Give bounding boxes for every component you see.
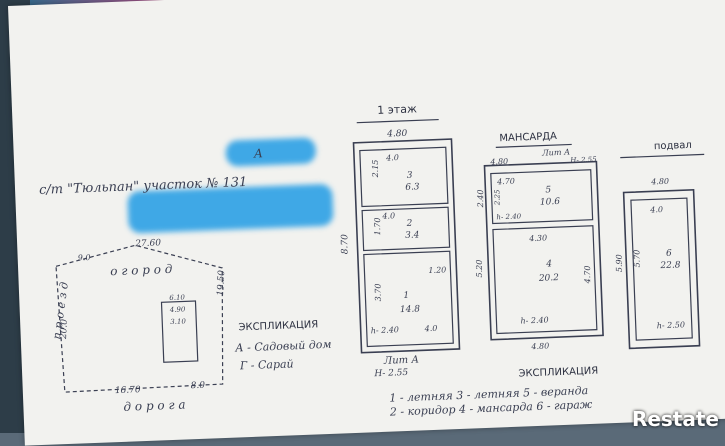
site-left-dim: 20.0: [58, 318, 70, 340]
mansarda-small-h: h- 2.40: [496, 212, 522, 222]
site-b3: 3.10: [170, 317, 186, 327]
room3-w: 4.0: [385, 153, 400, 163]
room6-area: 22.8: [660, 260, 681, 272]
room6-w: 4.0: [650, 205, 664, 215]
room6-d: 5.90: [614, 254, 624, 273]
room3-h: 2.15: [370, 159, 380, 178]
podval-top-width: 4.80: [651, 176, 670, 187]
floor1-outline: [352, 138, 461, 354]
site-bottom-right: 8.0: [190, 380, 206, 392]
room1-num: 1: [403, 290, 410, 302]
site-ogorod: о г о р о д: [109, 261, 173, 279]
room4-area: 20.2: [538, 273, 560, 284]
mansarda-bottom-width: 4.80: [531, 341, 550, 352]
room5-d: 2.25: [493, 189, 502, 206]
site-top-dim: 27.60: [135, 238, 162, 250]
room2-w: 4.0: [382, 211, 396, 221]
podval-header: подвал: [653, 139, 693, 153]
plan-sheet: 1 этаж МАНСАРДА подвал А с/т "Тюльпан" у…: [8, 0, 725, 446]
floor1-top-width: 4.80: [387, 128, 408, 140]
explication-left-line2: Г - Сарай: [239, 357, 294, 373]
room4-num: 4: [546, 259, 553, 270]
room5-h: 2.40: [476, 189, 486, 208]
room1-h: 3.70: [373, 283, 383, 302]
room2-num: 2: [406, 218, 413, 229]
mansarda-lit: Лит А: [541, 147, 571, 158]
room3-num: 3: [406, 170, 413, 181]
room4-w: 4.30: [529, 233, 548, 244]
room6-num: 6: [665, 248, 672, 259]
room4-h: 4.70: [583, 265, 593, 284]
room1-extra: 1.20: [428, 265, 447, 276]
redaction-1: [225, 137, 317, 167]
site-corner: 9.0: [77, 253, 91, 263]
room5-w: 4.70: [496, 176, 516, 187]
watermark-logo: Restate: [631, 407, 719, 431]
site-house: [160, 300, 199, 363]
mansarda-height: h- 2.40: [520, 315, 549, 326]
podval-height: h- 2.50: [656, 320, 686, 331]
room5-area: 10.6: [539, 196, 561, 208]
floor1-lit: Лит А: [383, 354, 420, 367]
room6-h: 5.70: [632, 249, 642, 268]
floor1-left-dim: 8.70: [340, 234, 351, 255]
floor1-height: h- 2.40: [370, 325, 400, 336]
floor1-H: Н- 2.55: [374, 367, 409, 380]
mansarda-outline: [483, 160, 604, 341]
site-b2: 4.90: [169, 305, 186, 315]
mansarda-header: МАНСАРДА: [499, 131, 558, 145]
mansarda-H: Н- 2.55: [570, 155, 597, 165]
mark-a: А: [253, 146, 264, 161]
site-b1: 6.10: [169, 293, 186, 303]
room4-d: 5.20: [474, 259, 484, 278]
room2-area: 3.4: [404, 230, 420, 241]
mansarda-top-width: 4.80: [490, 156, 509, 167]
room1-w: 4.0: [424, 323, 438, 334]
floor1-header: 1 этаж: [377, 102, 418, 117]
room5-num: 5: [545, 185, 552, 196]
site-right-dim: 19.50: [216, 269, 228, 297]
room3-area: 6.3: [405, 182, 420, 193]
site-bottom-left: 16.70: [114, 385, 141, 397]
plan-drawing: [55, 118, 705, 393]
room2-h: 1.70: [373, 217, 383, 236]
site-doroga: д о р о г а: [123, 397, 186, 414]
podval-outline: [622, 188, 701, 350]
room1-area: 14.8: [399, 304, 421, 316]
